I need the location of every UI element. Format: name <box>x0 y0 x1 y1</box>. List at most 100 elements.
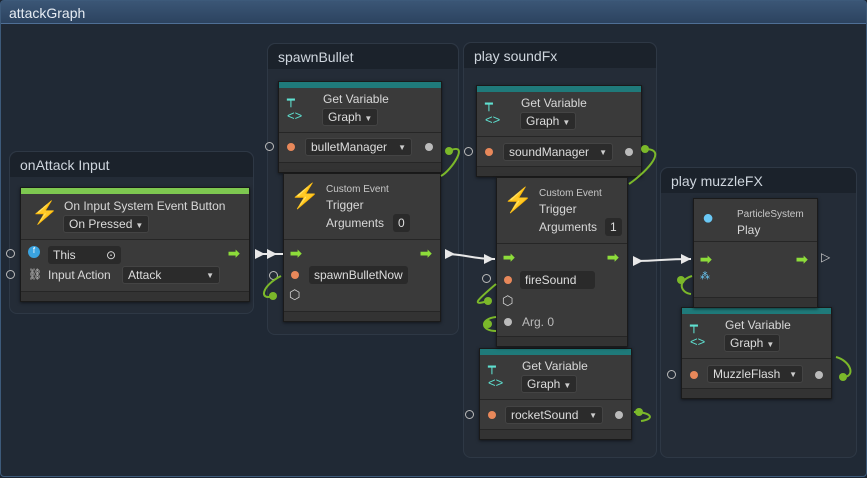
dropdown-value: Graph <box>730 336 764 350</box>
argument-port-icon[interactable] <box>504 318 512 326</box>
event-name-input-port[interactable] <box>482 274 491 283</box>
node-title: Trigger <box>539 202 577 216</box>
variable-icon: ┯<> <box>488 359 504 390</box>
input-action-icon: ⛓ <box>28 269 42 281</box>
divider <box>279 132 441 133</box>
node-footer <box>477 166 641 176</box>
node-title: Play <box>737 223 761 237</box>
target-value: This <box>53 248 76 262</box>
divider <box>694 241 817 242</box>
flow-out-port-icon[interactable]: ▷ <box>821 250 831 264</box>
variable-name-dropdown[interactable]: MuzzleFlash ▼ <box>707 365 803 383</box>
event-name-field[interactable]: fireSound <box>520 271 595 289</box>
variable-icon: ┯<> <box>287 92 303 123</box>
window-title: attackGraph <box>1 1 866 24</box>
input-action-dropdown[interactable]: Attack▼ <box>122 266 220 284</box>
string-port-icon <box>488 411 496 419</box>
chevron-down-icon: ▼ <box>589 411 597 420</box>
string-port-icon <box>690 371 698 379</box>
value-output-port[interactable] <box>625 148 633 156</box>
flow-out-arrow-icon[interactable]: ➡ <box>420 245 432 261</box>
scope-dropdown[interactable]: Graph▼ <box>520 112 577 130</box>
target-field[interactable]: This ⊙ <box>48 246 121 264</box>
node-title: Trigger <box>326 198 364 212</box>
value-output-port[interactable] <box>425 143 433 151</box>
string-port-icon <box>287 143 295 151</box>
flow-out-arrow-icon[interactable]: ➡ <box>607 249 619 265</box>
node-title: Get Variable <box>522 359 588 373</box>
trigger-event-icon: ⚡ <box>503 187 533 214</box>
name-input-port[interactable] <box>465 410 474 419</box>
trigger-custom-event-node-fire[interactable]: ⚡ Custom Event Trigger Arguments 1 ➡ ➡ f… <box>496 177 628 347</box>
gameobject-cube-icon: ⬡ <box>289 287 301 302</box>
target-input-port[interactable] <box>6 249 15 258</box>
flow-out-arrow-icon[interactable]: ➡ <box>228 245 240 261</box>
arguments-count-field[interactable]: 0 <box>393 214 410 232</box>
get-variable-node-muzzle[interactable]: ┯<> Get Variable Graph▼ MuzzleFlash▼ <box>681 307 832 399</box>
name-input-port[interactable] <box>265 142 274 151</box>
node-footer <box>682 388 831 398</box>
value-output-port[interactable] <box>615 411 623 419</box>
lightning-icon: ⚡ <box>31 200 59 225</box>
divider <box>21 239 249 240</box>
variable-name-dropdown[interactable]: bulletManager▼ <box>305 138 412 156</box>
event-name-field[interactable]: spawnBulletNow <box>309 266 408 284</box>
variable-name-dropdown[interactable]: soundManager ▼ <box>503 143 613 161</box>
node-bar <box>480 349 631 355</box>
dropdown-value: bulletManager <box>311 140 388 154</box>
target-picker-icon[interactable]: ⊙ <box>105 248 116 262</box>
input-action-label: Input Action <box>48 268 111 282</box>
name-input-port[interactable] <box>464 147 473 156</box>
node-bar <box>477 86 641 92</box>
node-bar <box>279 82 441 88</box>
node-footer <box>694 297 817 307</box>
get-variable-node-bullet[interactable]: ┯<> Get Variable Graph▼ bulletManager▼ <box>278 81 442 173</box>
name-input-port[interactable] <box>667 370 676 379</box>
string-port-icon <box>485 148 493 156</box>
get-variable-node-rocket[interactable]: ┯<> Get Variable Graph▼ rocketSound▼ <box>479 348 632 440</box>
node-footer <box>480 429 631 439</box>
trigger-custom-event-node-spawn[interactable]: ⚡ Custom Event Trigger Arguments 0 ➡ ➡ s… <box>283 173 441 322</box>
gameobject-cube-icon: ⬡ <box>502 293 514 308</box>
chevron-down-icon: ▼ <box>766 340 775 349</box>
scope-dropdown[interactable]: Graph▼ <box>521 375 578 393</box>
chevron-down-icon: ▼ <box>789 370 797 379</box>
dropdown-value: On Pressed <box>69 217 133 231</box>
dropdown-value: soundManager <box>509 145 590 159</box>
dropdown-value: Graph <box>527 377 561 391</box>
scope-dropdown[interactable]: Graph▼ <box>724 334 781 352</box>
divider <box>480 399 631 400</box>
dropdown-value: MuzzleFlash <box>713 367 781 381</box>
particle-target-icon: ⁂ <box>700 271 710 282</box>
node-title: Get Variable <box>323 92 389 106</box>
divider <box>477 136 641 137</box>
arguments-count-field[interactable]: 1 <box>605 218 622 236</box>
chevron-down-icon: ▼ <box>562 118 571 127</box>
variable-icon: ┯<> <box>690 318 706 349</box>
node-footer <box>497 336 627 346</box>
node-footer <box>279 162 441 172</box>
event-name-input-port[interactable] <box>269 271 278 280</box>
dropdown-value: Graph <box>526 114 560 128</box>
flow-in-arrow-icon[interactable]: ➡ <box>290 245 302 261</box>
event-mode-dropdown[interactable]: On Pressed▼ <box>63 215 150 233</box>
node-kind: Custom Event <box>326 184 389 195</box>
input-event-node[interactable]: ⚡ On Input System Event Button On Presse… <box>20 187 250 302</box>
particle-system-play-node[interactable]: ● ParticleSystem Play ➡ ➡ ⁂ <box>693 198 818 308</box>
flow-in-arrow-icon[interactable]: ➡ <box>503 249 515 265</box>
node-title: Get Variable <box>725 318 791 332</box>
script-icon: f <box>28 246 40 258</box>
chevron-down-icon: ▼ <box>599 148 607 157</box>
node-footer <box>284 311 440 321</box>
chevron-down-icon: ▼ <box>364 114 373 123</box>
flow-out-arrow-icon[interactable]: ➡ <box>796 251 808 267</box>
scope-dropdown[interactable]: Graph▼ <box>322 108 379 126</box>
variable-name-dropdown[interactable]: rocketSound▼ <box>505 406 603 424</box>
action-input-port[interactable] <box>6 270 15 279</box>
flow-in-arrow-icon[interactable]: ➡ <box>700 251 712 267</box>
value-output-port[interactable] <box>815 371 823 379</box>
chevron-down-icon: ▼ <box>135 221 144 230</box>
dropdown-value: Attack <box>128 268 162 282</box>
get-variable-node-sound[interactable]: ┯<> Get Variable Graph▼ soundManager▼ <box>476 85 642 177</box>
